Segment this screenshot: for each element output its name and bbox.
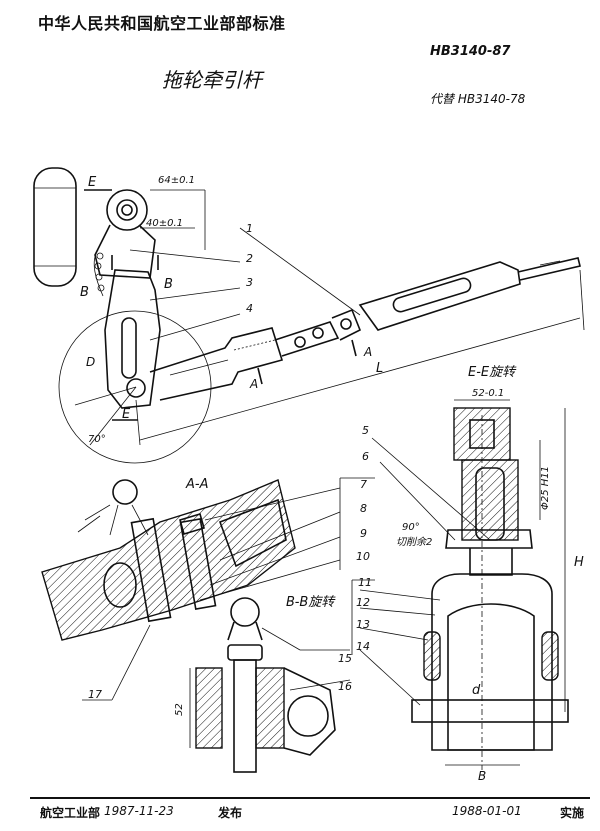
callout-13: 13 [356,618,370,631]
label-a-left: A [249,377,258,391]
label-d: D [86,355,95,369]
document-title: 拖轮牵引杆 [162,68,262,92]
label-e-bottom: E [122,407,131,422]
dim-52b: 52 [174,703,185,716]
callout-17: 17 [88,688,102,701]
callout-2: 2 [246,252,253,265]
footer: 航空工业部 1987-11-23 发布 1988-01-01 实施 [0,796,600,831]
label-a-right: A [363,345,372,359]
dim-phi25: Φ25 H11 [540,466,551,510]
callout-8: 8 [360,502,367,515]
standard-number: HB3140-87 [430,44,511,59]
chamfer-note: 切削余2 [396,536,432,548]
view-title-aa: A-A [185,477,208,492]
callout-12: 12 [356,596,370,609]
label-b-ee: B [478,769,486,783]
view-title-bb: B-B旋转 [286,595,336,610]
callout-7: 7 [360,478,367,491]
angle-90: 90° [402,522,420,533]
pin-ring [112,479,138,505]
callout-16: 16 [338,680,352,693]
issuing-organization: 中华人民共和国航空工业部部标准 [38,14,286,33]
main-view [33,167,585,464]
dim-64: 64±0.1 [158,175,195,186]
label-b-right: B [164,277,173,292]
callout-10: 10 [356,550,370,563]
label-e-top: E [88,175,97,190]
callout-14: 14 [356,640,370,653]
issue-date: 1987-11-23 [104,804,174,818]
issued-label: 发布 [218,806,243,820]
label-l: L [376,361,383,376]
callout-11: 11 [358,576,372,589]
callout-3: 3 [246,276,253,289]
view-title-ee: E-E旋转 [468,365,517,380]
callout-6: 6 [362,450,369,463]
dim-52a: 52-0.1 [472,388,504,399]
footer-rule [30,797,590,799]
label-b-left: B [80,285,89,300]
wheel-circle [58,310,212,464]
implementation-date: 1988-01-01 [452,804,522,818]
replaces-standard: 代替 HB3140-78 [430,92,526,106]
tow-eye [106,189,148,231]
footer-organization: 航空工业部 [40,806,101,820]
callout-15: 15 [338,652,352,665]
section-bb-view [189,597,351,773]
section-ee-view [351,399,569,770]
tire-outline [33,167,77,287]
section-aa-view [41,477,375,701]
callout-4: 4 [246,302,253,315]
drawing-labels: E E B B A A D L H d B 64±0.1 40±0.1 70° … [80,175,584,783]
tow-tube [358,261,521,331]
callout-5: 5 [362,424,369,437]
callout-1: 1 [246,222,253,235]
label-d-small: d [472,683,481,698]
callout-9: 9 [360,527,367,540]
implemented-label: 实施 [560,806,585,820]
label-h: H [574,555,584,570]
angle-70: 70° [88,434,106,445]
dim-40: 40±0.1 [146,218,183,229]
